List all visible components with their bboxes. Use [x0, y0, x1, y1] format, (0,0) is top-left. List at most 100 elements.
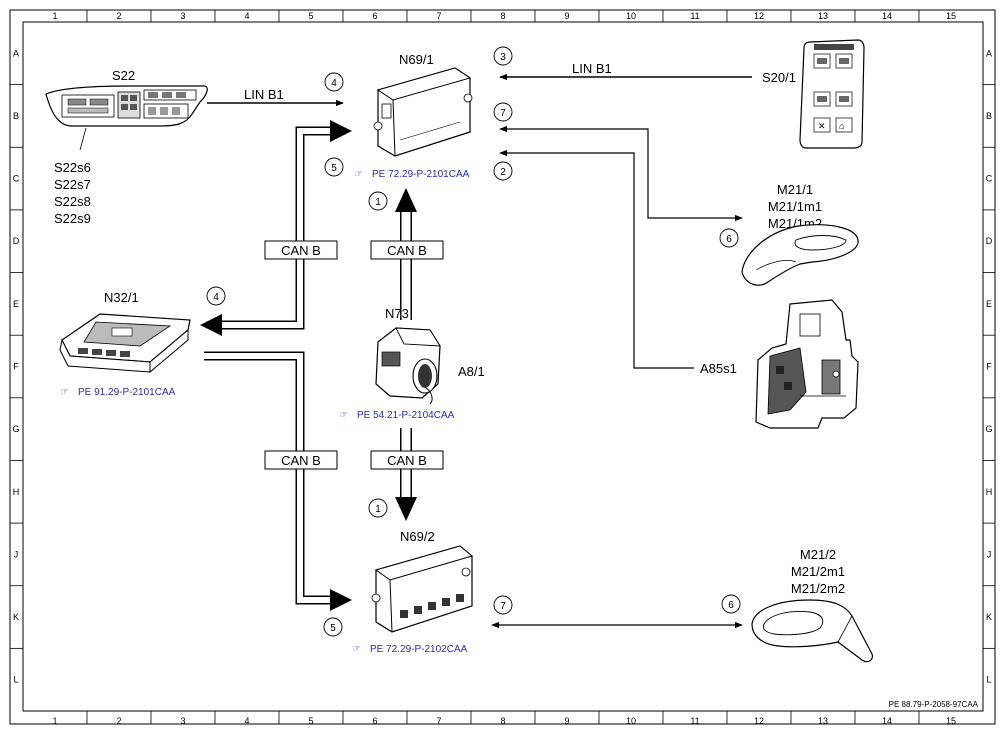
grid-row-H-right: H [986, 487, 993, 497]
s22-door-switch-panel [45, 85, 208, 151]
inner-frame [22, 21, 984, 712]
grid-col-9-bottom: 9 [564, 716, 569, 726]
callout-5-bottom: 5 [323, 617, 343, 637]
callout-1-top: 1 [368, 191, 388, 211]
svg-text:6: 6 [726, 234, 732, 245]
grid-col-4-top: 4 [244, 11, 249, 21]
n73-ignition-switch [375, 327, 441, 405]
grid-row-K-right: K [986, 612, 992, 622]
footer-reference: PE 88.79-P-2058-97CAA [889, 700, 979, 709]
grid-row-J-right: J [987, 549, 992, 559]
grid-col-10-bottom: 10 [626, 716, 636, 726]
s20-1-switch-panel: ✕ ⌂ [799, 39, 865, 149]
svg-text:⌂: ⌂ [839, 121, 844, 131]
m21-2-label: M21/2 [800, 547, 836, 562]
grid-col-12-top: 12 [754, 11, 764, 21]
outer-frame [9, 9, 996, 725]
grid-col-13-top: 13 [818, 11, 828, 21]
grid-row-L-left: L [13, 675, 18, 685]
lin-b1-label-left: LIN B1 [244, 87, 284, 102]
line-2-a85s1-to-n69-1 [499, 149, 694, 369]
can-b-label-lower-left: CAN B [281, 453, 321, 468]
callout-6-bottom: 6 [721, 594, 741, 614]
grid-col-3-top: 3 [180, 11, 185, 21]
grid-col-10-top: 10 [626, 11, 636, 21]
svg-text:6: 6 [728, 600, 734, 611]
grid-row-D-left: D [13, 236, 20, 246]
grid-row-K-left: K [13, 612, 19, 622]
callout-6-top: 6 [719, 228, 739, 248]
m21-1m1-label: M21/1m1 [768, 199, 822, 214]
can-bus-upper-center [395, 188, 417, 320]
grid-row-G-right: G [985, 424, 992, 434]
s22s6-label: S22s6 [54, 160, 91, 175]
grid-row-G-left: G [12, 424, 19, 434]
callout-7-bottom: 7 [493, 595, 513, 615]
n69-1-module [373, 67, 473, 157]
callout-2: 2 [493, 161, 513, 181]
grid-col-12-bottom: 12 [754, 716, 764, 726]
n32-1-ref-icon: ☞ [60, 387, 69, 398]
can-label-box-upper-left [264, 240, 338, 260]
s22s9-label: S22s9 [54, 211, 91, 226]
grid-row-J-left: J [14, 549, 19, 559]
svg-text:7: 7 [500, 601, 506, 612]
svg-text:3: 3 [500, 52, 506, 63]
n69-1-ref-icon: ☞ [354, 169, 363, 180]
grid-row-F-right: F [986, 362, 992, 372]
n69-2-reference: PE 72.29-P-2102CAA [370, 644, 468, 655]
can-label-box-lower-left [264, 450, 338, 470]
n73-reference: PE 54.21-P-2104CAA [357, 410, 455, 421]
can-label-box-lower-center [370, 450, 444, 470]
grid-col-14-top: 14 [882, 11, 892, 21]
can-b-label-lower-center: CAN B [387, 453, 427, 468]
a85s1-door-lock [755, 299, 859, 429]
can-bus-lower-left [204, 351, 352, 611]
m21-2m2-label: M21/2m2 [791, 581, 845, 596]
grid-row-B-right: B [986, 111, 992, 121]
svg-text:4: 4 [331, 78, 337, 89]
grid-col-8-bottom: 8 [500, 716, 505, 726]
grid-row-A-right: A [986, 48, 992, 58]
callout-4-mid: 4 [206, 286, 226, 306]
n69-2-ref-icon: ☞ [352, 644, 361, 655]
n69-2-label: N69/2 [400, 529, 435, 544]
m21-2m1-label: M21/2m1 [791, 564, 845, 579]
m21-1-label: M21/1 [777, 182, 813, 197]
line-7-n69-1-to-m21-1 [499, 125, 743, 222]
grid-col-15-bottom: 15 [946, 716, 956, 726]
callout-4-top: 4 [324, 72, 344, 92]
grid-col-2-top: 2 [116, 11, 121, 21]
svg-text:4: 4 [213, 292, 219, 303]
svg-text:7: 7 [500, 108, 506, 119]
can-b-label-upper-center: CAN B [387, 243, 427, 258]
grid-col-5-bottom: 5 [308, 716, 313, 726]
grid-row-B-left: B [13, 111, 19, 121]
callout-5-top: 5 [324, 157, 344, 177]
grid-row-C-left: C [13, 174, 20, 184]
callout-3: 3 [493, 46, 513, 66]
m21-1-mirror [741, 224, 859, 286]
can-label-box-upper-center [370, 240, 444, 260]
lin-b1-label-right: LIN B1 [572, 61, 612, 76]
grid-col-6-top: 6 [372, 11, 377, 21]
n69-1-reference: PE 72.29-P-2101CAA [372, 169, 470, 180]
can-bus-upper-left [200, 120, 352, 336]
s22s8-label: S22s8 [54, 194, 91, 209]
grid-col-8-top: 8 [500, 11, 505, 21]
grid-row-L-right: L [986, 675, 991, 685]
callout-1-bottom: 1 [368, 498, 388, 518]
grid-col-2-bottom: 2 [116, 716, 121, 726]
s22-label: S22 [112, 68, 135, 83]
grid-row-F-left: F [13, 362, 19, 372]
grid-col-1-top: 1 [52, 11, 57, 21]
grid-column-labels: 1122334455667788991010111112121313141415… [52, 10, 956, 726]
grid-col-7-bottom: 7 [436, 716, 441, 726]
grid-row-E-right: E [986, 299, 992, 309]
svg-text:1: 1 [375, 504, 381, 515]
svg-text:2: 2 [500, 167, 506, 178]
grid-col-13-bottom: 13 [818, 716, 828, 726]
can-bus-lower-center [395, 428, 417, 521]
